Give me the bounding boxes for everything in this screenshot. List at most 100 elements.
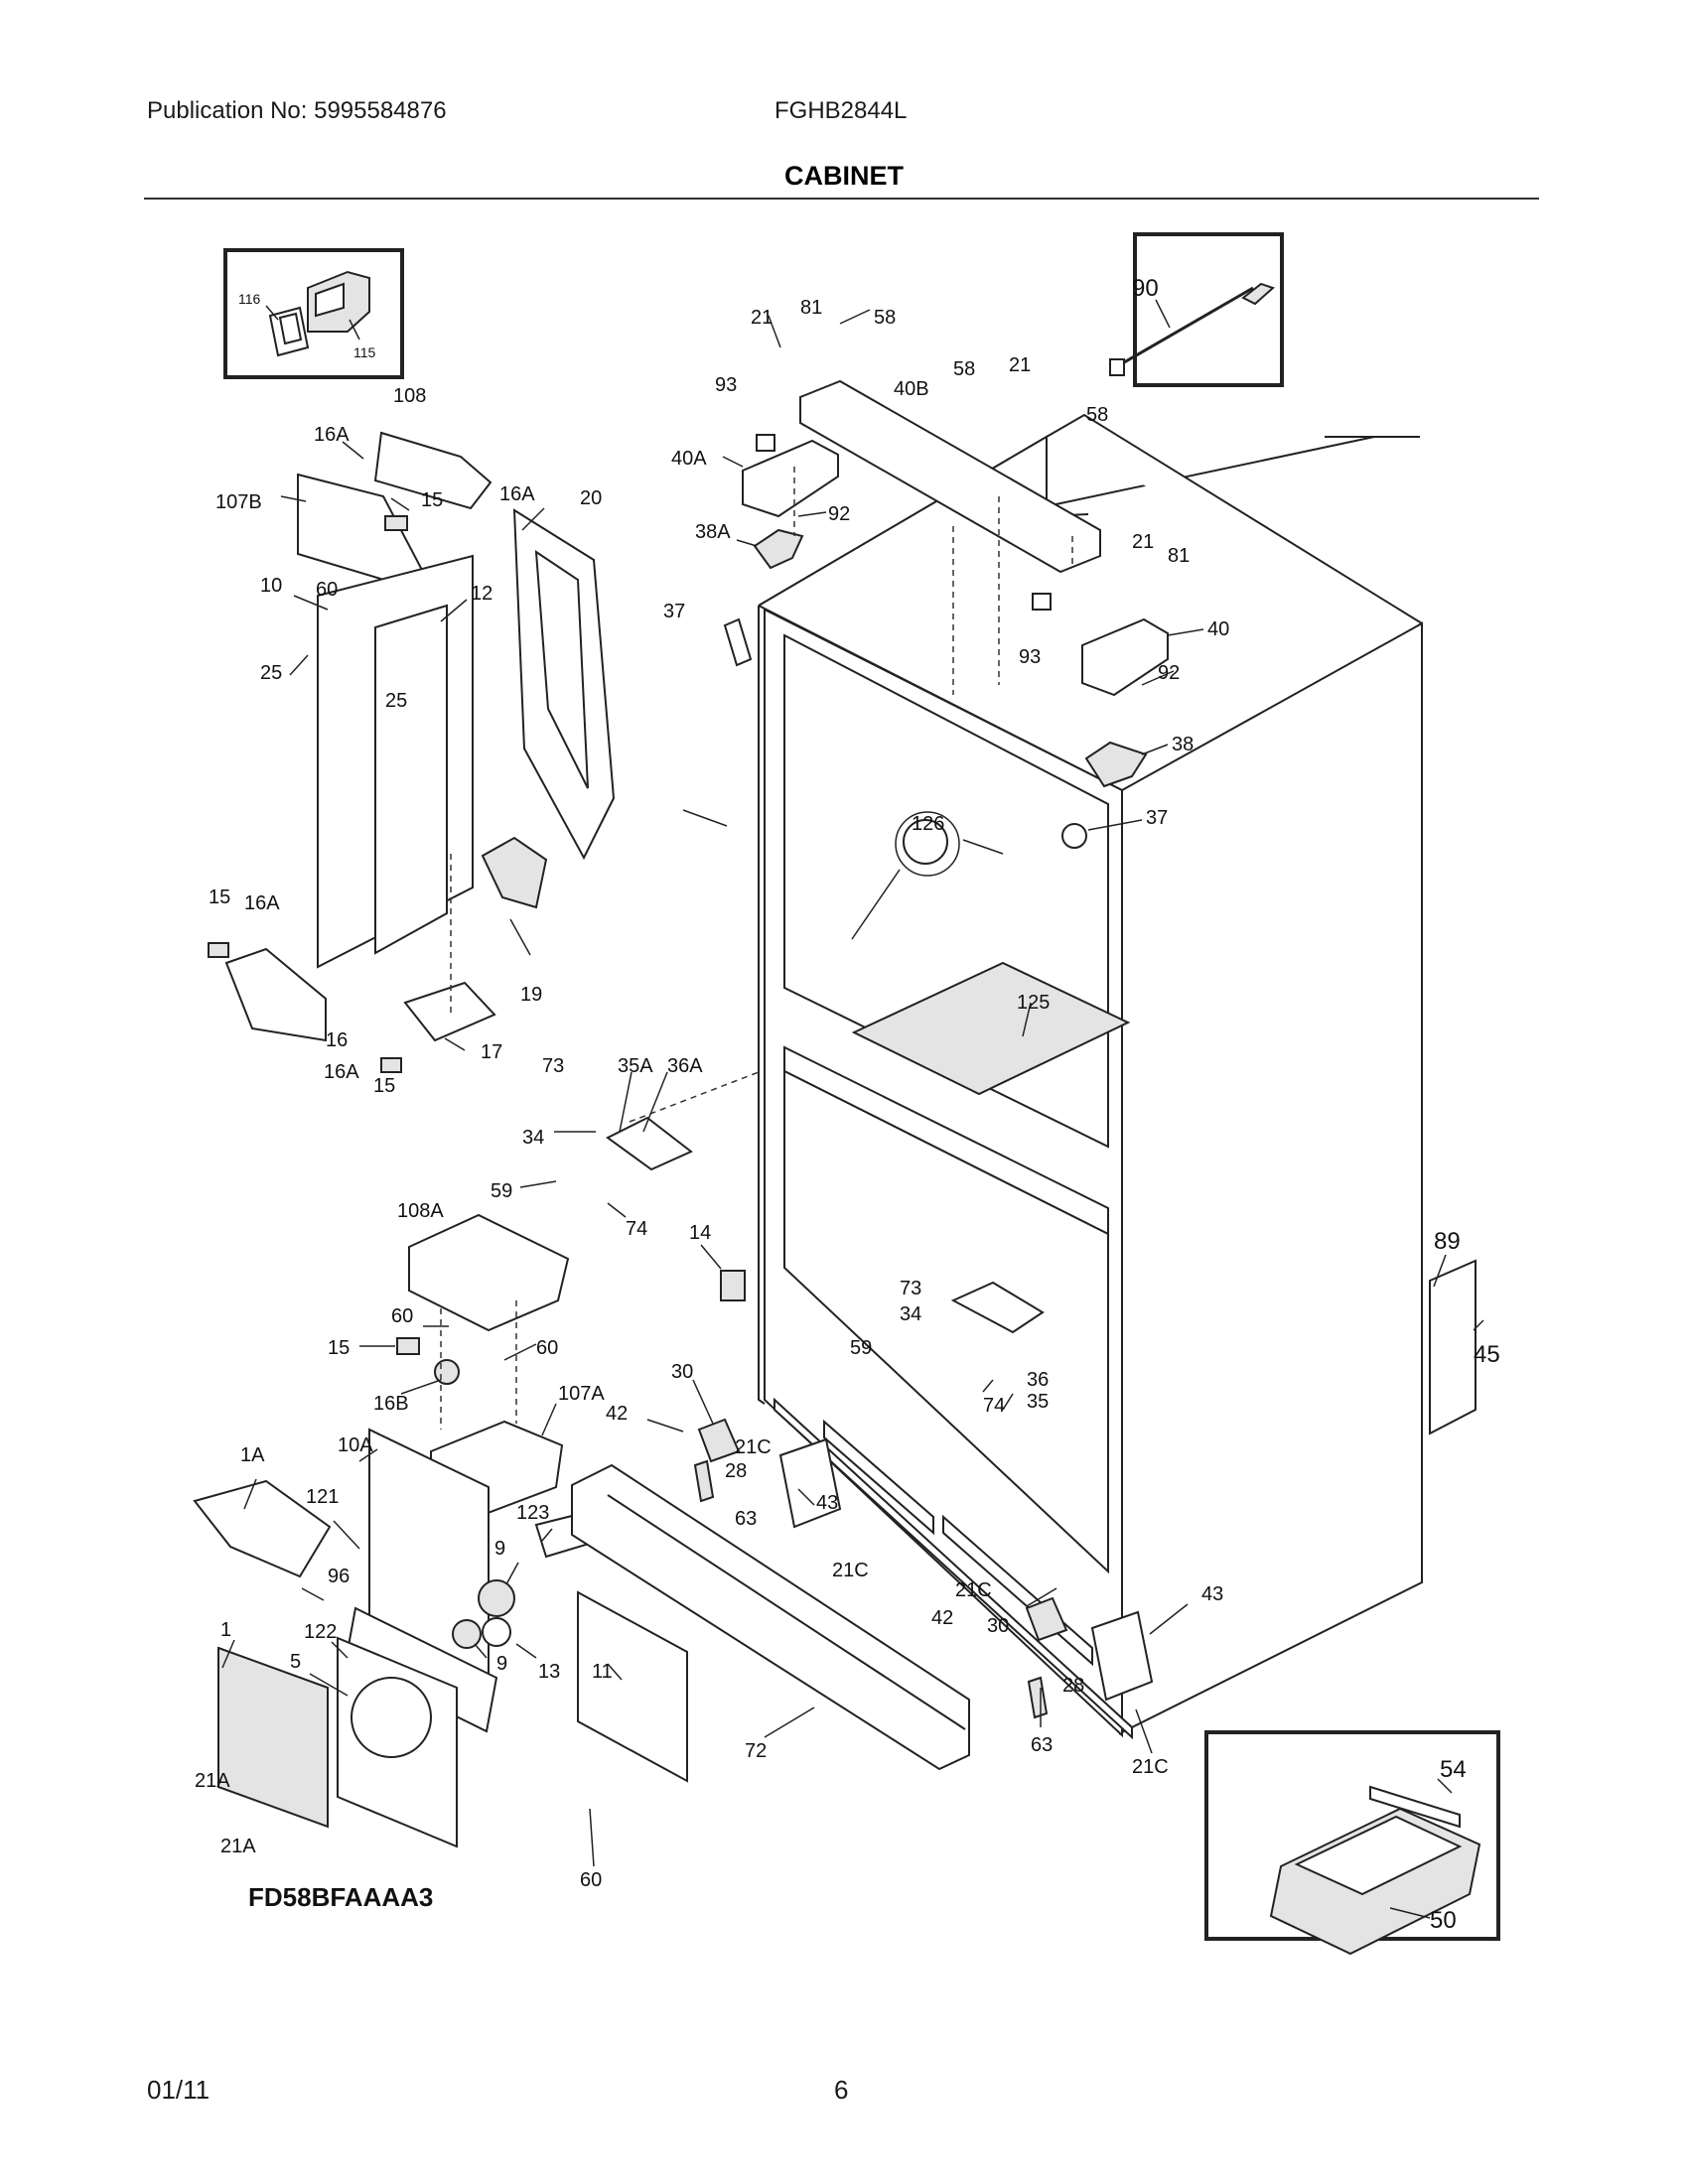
callout-73: 73 [900, 1278, 921, 1299]
part-19-motor [481, 836, 548, 909]
evaporator-fan-assembly [193, 1428, 688, 1848]
leader [962, 839, 1004, 855]
callout-38: 38 [1172, 734, 1194, 755]
part-50-tray-inner [1294, 1815, 1463, 1896]
callout-74: 74 [626, 1218, 647, 1240]
callout-90: 90 [1132, 275, 1159, 302]
part-115-face [315, 282, 345, 318]
part-28-hinge-right [1090, 1610, 1154, 1702]
footer-date: 01/11 [147, 2075, 211, 2105]
callout-11: 11 [592, 1661, 613, 1683]
callout-21C: 21C [1132, 1756, 1169, 1778]
part-20-gasket-inner [534, 550, 589, 789]
callout-122: 122 [304, 1621, 337, 1643]
part-15-bulb-b [208, 942, 229, 958]
callout-25: 25 [260, 662, 282, 684]
callout-126-ring [895, 811, 960, 877]
callout-36: 36 [1027, 1369, 1049, 1391]
part-37-bumper-right [1061, 823, 1087, 849]
callout-50: 50 [1430, 1907, 1457, 1934]
part-108-top-cover [373, 431, 492, 510]
ice-chute-assembly [208, 431, 616, 1073]
callout-54: 54 [1440, 1756, 1467, 1783]
inset-ice-bucket-parts: 116 115 [223, 248, 404, 379]
leader [521, 507, 545, 531]
leader [280, 495, 307, 502]
leader [692, 1379, 714, 1425]
part-16-bracket [224, 947, 327, 1042]
inset-tool-90: 90 [1109, 232, 1284, 387]
callout-60: 60 [536, 1337, 558, 1359]
leader [851, 869, 901, 940]
leader [1141, 744, 1169, 755]
part-12-panel [374, 604, 448, 955]
leader [982, 1379, 994, 1393]
callout-16: 16 [326, 1029, 348, 1051]
callout-108: 108 [393, 385, 426, 407]
cabinet-left-edge [758, 606, 766, 1405]
part-108A-housing [408, 1213, 570, 1332]
callout-121: 121 [306, 1486, 339, 1508]
callout-15: 15 [209, 887, 230, 908]
top-hinge-assembly [742, 379, 1169, 788]
part-38A-hinge [753, 528, 804, 570]
part-14-clip [720, 1270, 746, 1301]
part-63-leveler-left [693, 1459, 715, 1503]
callout-16A: 16A [244, 892, 280, 914]
leader [797, 511, 827, 517]
callout-107A: 107A [558, 1383, 605, 1405]
callout-116: 116 [238, 291, 261, 307]
leader [589, 1808, 595, 1867]
callout-63: 63 [1031, 1734, 1053, 1756]
callout-115: 115 [353, 344, 376, 360]
part-72-kickplate [571, 1463, 970, 1771]
part-1-fan-cover [217, 1646, 329, 1829]
callout-58: 58 [953, 358, 975, 380]
callout-42: 42 [606, 1403, 628, 1425]
part-40-hinge-cover [1081, 617, 1169, 697]
leader [444, 1037, 466, 1051]
leader [1167, 628, 1204, 636]
callout-107B: 107B [215, 491, 262, 513]
callout-35A: 35A [618, 1055, 653, 1077]
part-93-switch-left [756, 434, 775, 452]
part-13-grommet [482, 1617, 511, 1647]
part-116-gasket-inner [278, 312, 303, 345]
callout-17: 17 [481, 1041, 502, 1063]
leader [301, 1587, 325, 1601]
part-63-leveler-right [1027, 1676, 1049, 1719]
callout-19: 19 [520, 984, 542, 1006]
part-90-shaft [1111, 286, 1254, 371]
leader [541, 1528, 553, 1542]
callout-21: 21 [1132, 531, 1154, 553]
callout-59: 59 [491, 1180, 512, 1202]
callout-15: 15 [328, 1337, 350, 1359]
callout-60: 60 [316, 579, 338, 601]
part-40A-hinge-cover [742, 439, 839, 518]
leader [474, 1643, 488, 1659]
diagram-code: FD58BFAAAA3 [248, 1882, 433, 1912]
inset-box-frame [223, 248, 404, 379]
leader [400, 1379, 442, 1395]
leader [1022, 1002, 1032, 1037]
part-35A-hinge-plate [606, 1116, 693, 1171]
leader [289, 654, 309, 676]
callout-36A: 36A [667, 1055, 703, 1077]
callout-42: 42 [931, 1607, 953, 1629]
leader [358, 1448, 378, 1462]
callout-30: 30 [671, 1361, 693, 1383]
cabinet-right-side [1118, 621, 1423, 1735]
callout-40: 40 [1207, 618, 1229, 640]
callout-15: 15 [421, 489, 443, 511]
leader [1002, 1393, 1014, 1411]
leader [541, 1403, 557, 1436]
leader [646, 1419, 684, 1433]
page-number: 6 [834, 2075, 849, 2105]
callout-28: 28 [1062, 1675, 1084, 1697]
callout-37: 37 [1146, 807, 1168, 829]
callout-59: 59 [850, 1337, 872, 1359]
cabinet-top-back-edge [758, 435, 1420, 607]
leader [1026, 1587, 1057, 1607]
leader [1087, 819, 1143, 831]
